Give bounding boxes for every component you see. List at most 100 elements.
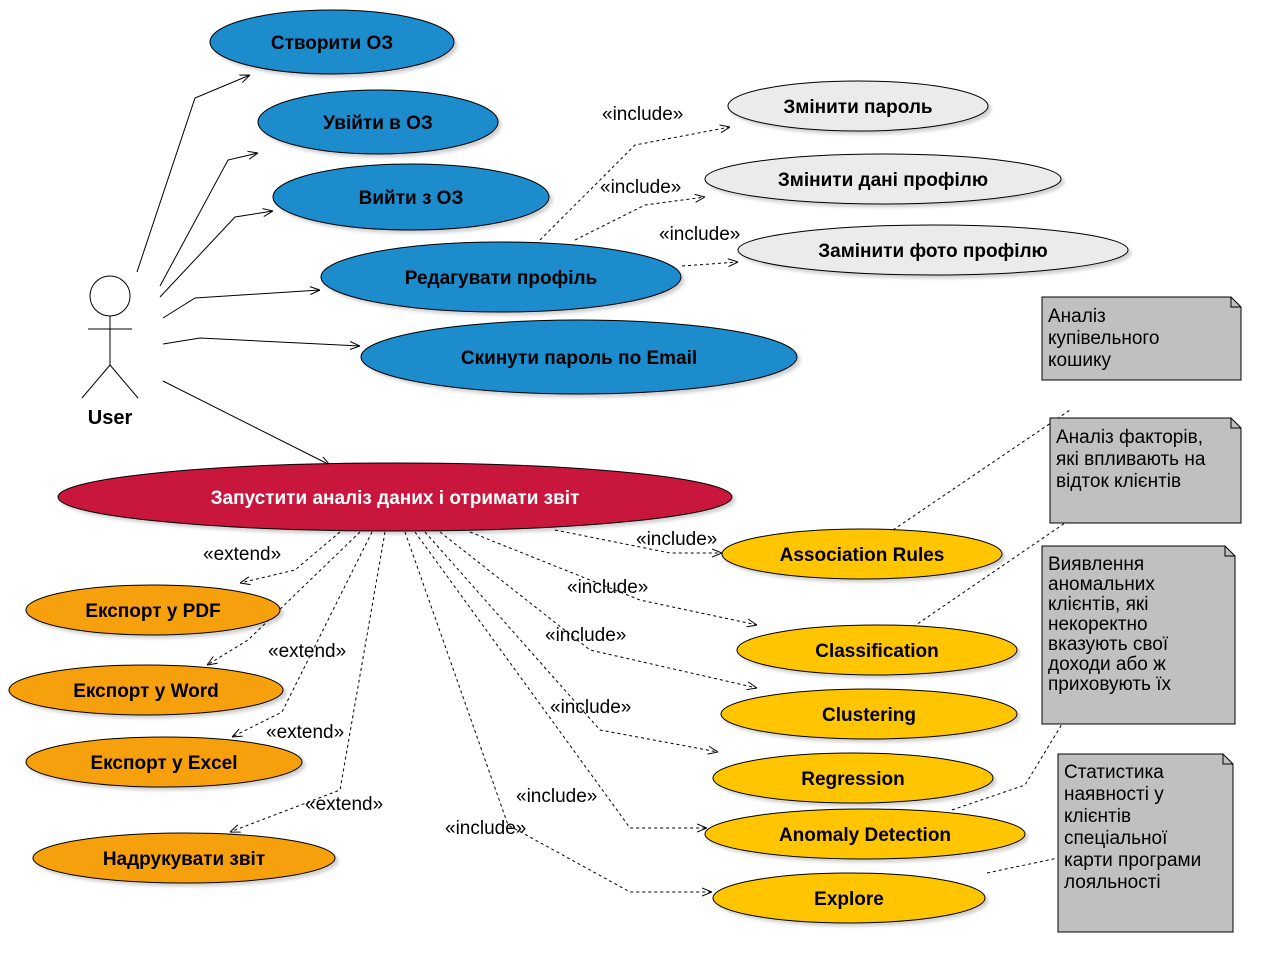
note-link-loyalty: [986, 857, 1059, 874]
dependency-lines: [207, 127, 1071, 892]
svg-text:Запустити аналіз даних і отрим: Запустити аналіз даних і отримати звіт: [211, 488, 580, 509]
svg-text:Експорт у Excel: Експорт у Excel: [90, 753, 237, 774]
use-case-reset-password[interactable]: Скинути пароль по Email: [360, 319, 798, 395]
use-case-regression[interactable]: Regression: [712, 752, 994, 804]
use-case-explore[interactable]: Explore: [712, 872, 986, 924]
note-churn-line: які впливають на: [1056, 449, 1206, 470]
note-basket-line: купівельного: [1048, 328, 1159, 349]
svg-text:Association Rules: Association Rules: [780, 545, 945, 566]
use-case-edit-profile[interactable]: Редагувати профіль: [320, 241, 682, 313]
svg-text:Замінити фото профілю: Замінити фото профілю: [818, 241, 1048, 262]
include-label-explore: «include»: [445, 818, 526, 839]
svg-text:Classification: Classification: [815, 641, 939, 662]
note-anomaly-line: вказують свої: [1048, 634, 1169, 655]
include-line-change-profile-photo: [681, 262, 738, 266]
extend-label-pdf: «extend»: [203, 544, 281, 565]
use-case-export-excel[interactable]: Експорт у Excel: [25, 736, 303, 788]
note-churn-line: Аналіз факторів,: [1056, 427, 1203, 448]
use-case-association-rules[interactable]: Association Rules: [721, 528, 1003, 580]
svg-text:Створити ОЗ: Створити ОЗ: [271, 33, 393, 54]
actor-head: [89, 275, 131, 317]
svg-text:Вийти з ОЗ: Вийти з ОЗ: [359, 188, 464, 209]
assoc-create-oz: [136, 75, 250, 273]
include-line-change-profile-data: [574, 197, 705, 241]
svg-text:Explore: Explore: [814, 889, 884, 910]
svg-text:Увійти в ОЗ: Увійти в ОЗ: [323, 113, 433, 134]
svg-text:Regression: Regression: [801, 769, 904, 790]
actor-user[interactable]: [81, 275, 139, 399]
include-label-change-profile-data: «include»: [600, 177, 681, 198]
note-anomaly-line: аномальних: [1048, 574, 1155, 595]
use-case-login-oz[interactable]: Увійти в ОЗ: [257, 89, 499, 155]
svg-text:Clustering: Clustering: [822, 705, 916, 726]
extend-label-excel: «extend»: [266, 722, 344, 743]
note-anomaly-line: клієнтів, які: [1048, 594, 1148, 615]
note-loyalty-line: лояльності: [1064, 872, 1161, 893]
include-label-anomaly: «include»: [516, 786, 597, 807]
include-label-association: «include»: [636, 529, 717, 550]
relation-labels: «include» «include» «include» «extend» «…: [203, 104, 740, 839]
note-basket-line: кошику: [1048, 350, 1111, 371]
svg-text:Експорт у PDF: Експорт у PDF: [85, 601, 220, 622]
svg-text:Надрукувати звіт: Надрукувати звіт: [103, 849, 265, 870]
include-line-explore: [404, 531, 712, 892]
svg-text:Змінити пароль: Змінити пароль: [783, 97, 932, 118]
note-link-basket: [892, 409, 1071, 531]
include-line-anomaly: [414, 531, 707, 828]
include-line-change-password: [539, 127, 730, 241]
assoc-logout-oz: [159, 211, 273, 298]
use-case-clustering[interactable]: Clustering: [720, 688, 1018, 740]
note-anomaly-line: приховують їх: [1048, 674, 1171, 695]
note-churn-line: відток клієнтів: [1056, 471, 1181, 492]
note-link-anomaly: [951, 723, 1063, 811]
include-line-classification: [469, 531, 757, 625]
use-case-run-analysis[interactable]: Запустити аналіз даних і отримати звіт: [57, 462, 733, 532]
note-anomaly-line: некоректно: [1048, 614, 1148, 635]
actor-right-leg: [109, 364, 139, 399]
note-loyalty-line: наявності у: [1064, 784, 1164, 805]
use-case-export-pdf[interactable]: Експорт у PDF: [25, 584, 281, 636]
note-loyalty-line: карти програми: [1064, 850, 1201, 871]
svg-text:Скинути пароль по Email: Скинути пароль по Email: [461, 348, 697, 369]
svg-text:Експорт у Word: Експорт у Word: [73, 681, 219, 702]
use-case-change-profile-data[interactable]: Змінити дані профілю: [704, 153, 1062, 205]
note-link-churn: [912, 522, 1066, 628]
actor-label: User: [88, 407, 133, 429]
actor-left-leg: [81, 364, 111, 399]
use-case-change-password[interactable]: Змінити пароль: [727, 80, 989, 132]
note-loyalty-line: Статистика: [1064, 762, 1164, 783]
svg-text:Змінити дані профілю: Змінити дані профілю: [778, 170, 988, 191]
svg-text:Anomaly Detection: Anomaly Detection: [779, 825, 951, 846]
use-case-create-oz[interactable]: Створити ОЗ: [209, 9, 455, 75]
assoc-reset-password: [162, 337, 360, 346]
use-case-change-profile-photo[interactable]: Замінити фото профілю: [737, 224, 1129, 276]
extend-line-pdf: [240, 531, 341, 583]
include-label-clustering: «include»: [545, 625, 626, 646]
use-case-export-word[interactable]: Експорт у Word: [8, 664, 284, 716]
include-label-change-profile-photo: «include»: [659, 224, 740, 245]
use-case-anomaly-detection[interactable]: Anomaly Detection: [704, 808, 1026, 860]
note-loyalty-line: клієнтів: [1064, 806, 1131, 827]
include-line-association: [554, 529, 722, 553]
svg-text:Редагувати профіль: Редагувати профіль: [405, 268, 597, 289]
note-anomaly-line: доходи або ж: [1048, 654, 1166, 675]
actor-associations: [136, 75, 360, 465]
note-basket-line: Аналіз: [1048, 306, 1106, 327]
use-case-print-report[interactable]: Надрукувати звіт: [32, 832, 336, 884]
note-anomaly-line: Виявлення: [1048, 554, 1144, 575]
note-loyalty-line: спеціальної: [1064, 828, 1168, 849]
include-label-classification: «include»: [567, 577, 648, 598]
extend-label-print: «extend»: [305, 794, 383, 815]
include-label-change-password: «include»: [602, 104, 683, 125]
use-case-classification[interactable]: Classification: [736, 624, 1018, 676]
extend-line-word: [207, 531, 361, 665]
include-line-clustering: [439, 531, 757, 688]
use-case-logout-oz[interactable]: Вийти з ОЗ: [272, 163, 550, 231]
assoc-run-analysis: [162, 380, 330, 465]
